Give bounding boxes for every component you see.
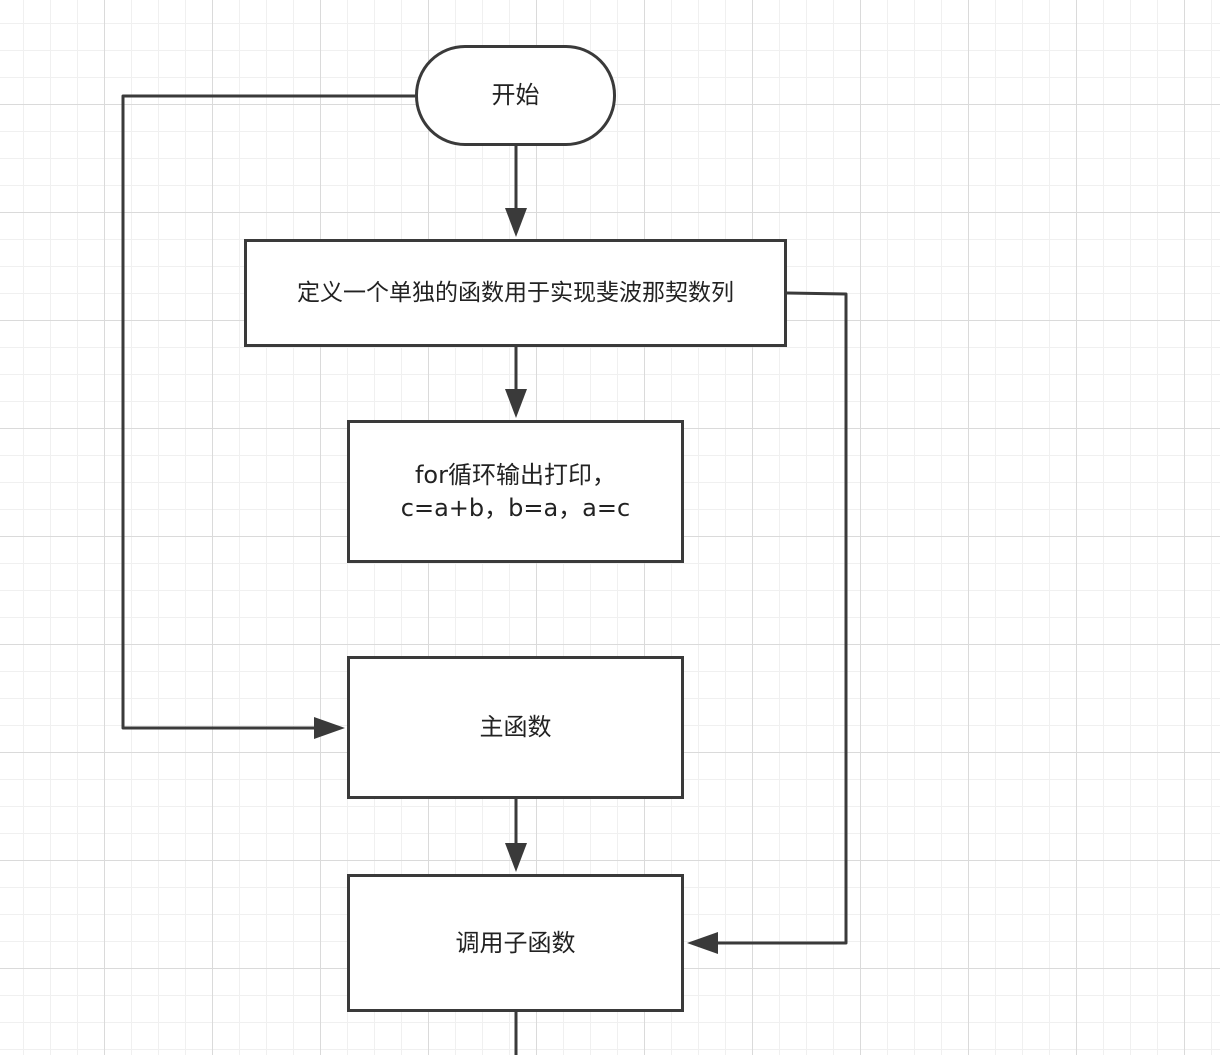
- call-subfunction-box: 调用子函数: [347, 874, 684, 1012]
- for-loop-text: for循环输出打印， c=a+b，b=a，a=c: [401, 459, 630, 525]
- define-function-box: 定义一个单独的函数用于实现斐波那契数列: [244, 239, 787, 347]
- main-function-label: 主函数: [479, 713, 552, 741]
- for-loop-line-2: c=a+b，b=a，a=c: [400, 493, 631, 522]
- call-subfunction-label: 调用子函数: [455, 928, 576, 957]
- edge-start-to-main: [121, 94, 415, 730]
- main-function-box: 主函数: [347, 656, 684, 799]
- arrowhead-call-top: [505, 843, 527, 872]
- for-loop-line-1: for循环输出打印，: [414, 460, 616, 489]
- start-terminal: 开始: [415, 45, 616, 146]
- arrowhead-main: [314, 717, 345, 739]
- edge-define-to-call: [714, 291, 848, 945]
- arrowhead-call-right: [687, 932, 718, 954]
- arrowhead-define: [505, 208, 527, 237]
- for-loop-box: for循环输出打印， c=a+b，b=a，a=c: [347, 420, 684, 563]
- arrowhead-loop: [505, 389, 527, 418]
- start-label: 开始: [491, 81, 540, 109]
- define-function-label: 定义一个单独的函数用于实现斐波那契数列: [297, 279, 734, 306]
